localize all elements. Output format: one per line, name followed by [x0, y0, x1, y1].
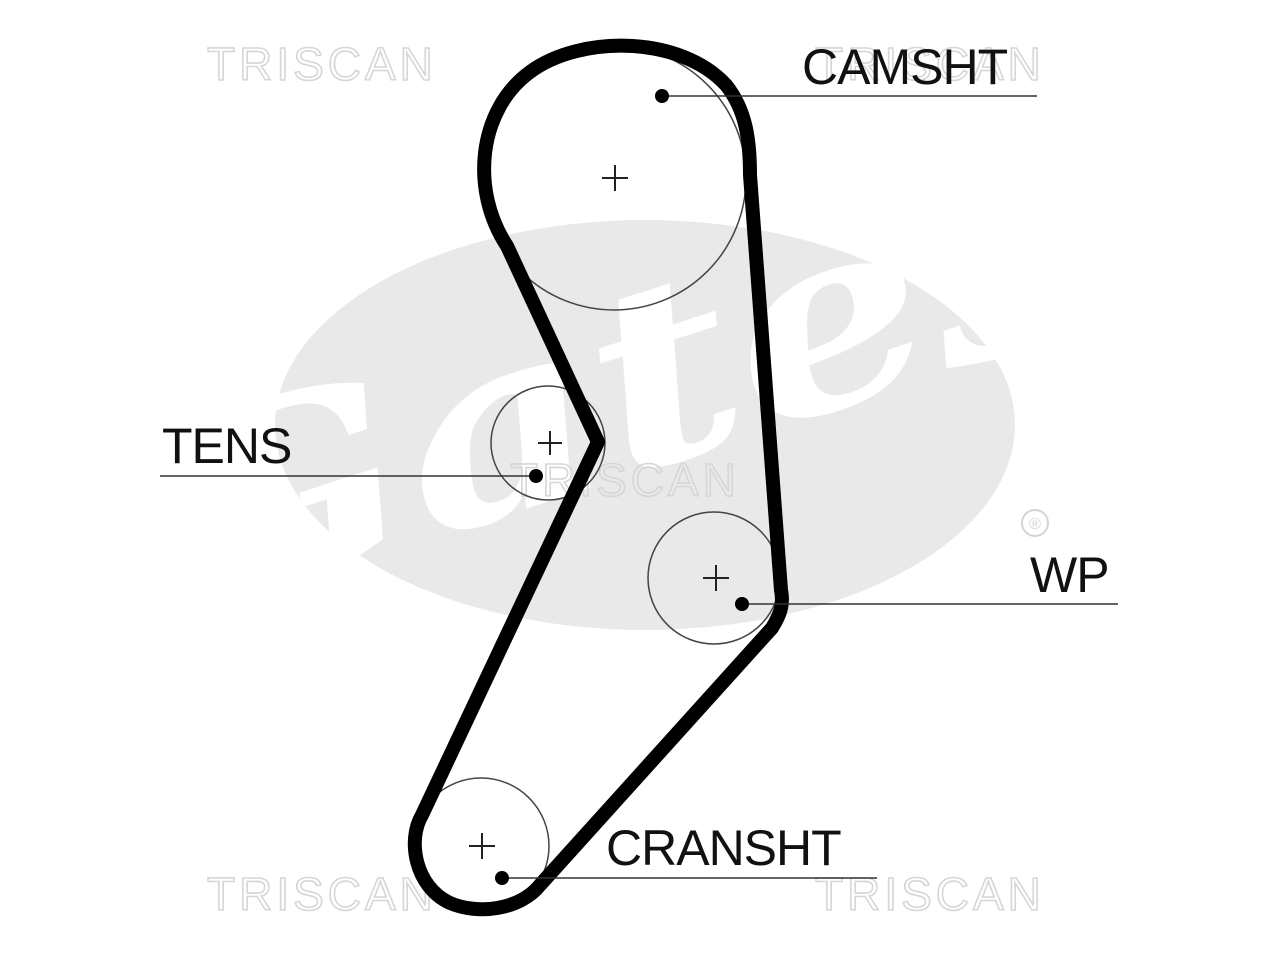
tensioner-label: TENS [162, 418, 291, 474]
camshaft-center-mark [602, 165, 628, 191]
tensioner-center-mark [538, 431, 562, 455]
water-pump-leader-dot [735, 597, 749, 611]
camshaft-label: CAMSHT [802, 39, 1008, 95]
water-pump-center-mark [703, 565, 729, 591]
triscan-watermark-bottom-left: TRISCAN [207, 868, 437, 920]
triscan-watermark-bottom-right: TRISCAN [815, 868, 1045, 920]
triscan-watermark-center: TRISCAN [510, 454, 740, 506]
crankshaft-label: CRANSHT [606, 820, 841, 876]
camshaft-leader-dot [655, 89, 669, 103]
gates-logo-oval [275, 220, 1015, 630]
crankshaft-leader-dot [495, 871, 509, 885]
water-pump-label: WP [1030, 547, 1109, 603]
gates-logo-watermark: Gates ® [102, 94, 1133, 679]
timing-belt [407, 38, 789, 917]
triscan-watermark-top-right: TRISCAN [815, 38, 1045, 90]
triscan-watermark-top-left: TRISCAN [207, 38, 437, 90]
registered-mark: ® [1029, 516, 1041, 533]
registered-mark-circle [1021, 509, 1049, 537]
tensioner-leader-dot [529, 469, 543, 483]
tensioner-pulley [490, 385, 606, 501]
crankshaft-center-mark [469, 833, 495, 859]
